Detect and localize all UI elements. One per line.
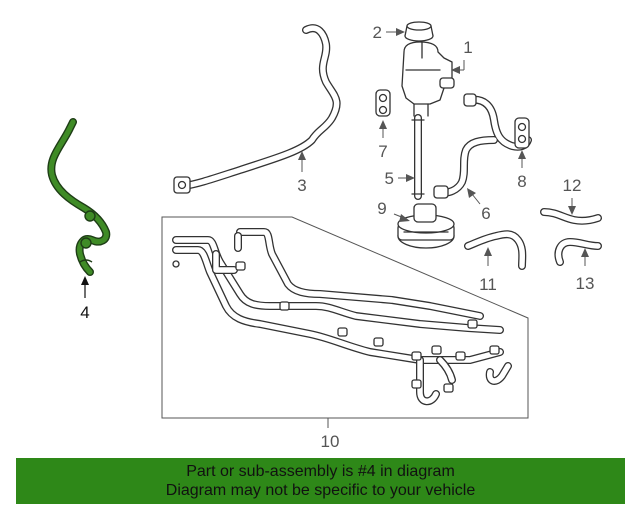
- callout-1: 1: [451, 38, 473, 74]
- part-13-hose[interactable]: [554, 238, 602, 266]
- part-5-hose[interactable]: [411, 114, 425, 200]
- parts-diagram: 4 3 2 1: [47, 21, 602, 451]
- part-8-bracket[interactable]: [514, 117, 530, 149]
- part-4-hose[interactable]: [47, 118, 111, 276]
- part-11-hose[interactable]: [464, 230, 527, 270]
- part-6-hose[interactable]: [433, 93, 532, 199]
- callout-12: 12: [563, 176, 582, 215]
- part-7-connector[interactable]: [375, 89, 391, 117]
- assembly-frame: [161, 216, 529, 419]
- callout-9-label: 9: [377, 199, 386, 218]
- callout-7-label: 7: [378, 142, 387, 161]
- callout-12-label: 12: [563, 176, 582, 195]
- callout-6: 6: [467, 188, 491, 223]
- callout-10-label: 10: [321, 432, 340, 451]
- callout-1-label: 1: [463, 38, 472, 57]
- part-3-pipe[interactable]: [173, 24, 341, 194]
- callout-7: 7: [378, 120, 388, 161]
- callout-3-label: 3: [297, 176, 306, 195]
- callout-8-label: 8: [517, 172, 526, 191]
- part-1-reservoir[interactable]: [401, 41, 455, 117]
- callout-11: 11: [479, 247, 497, 294]
- callout-10: 10: [321, 418, 340, 451]
- callout-9: 9: [377, 199, 410, 222]
- banner-line-part: Part or sub-assembly is #4 in diagram: [186, 463, 455, 480]
- callout-13: 13: [576, 248, 595, 293]
- callout-4: 4: [80, 276, 90, 322]
- callout-5: 5: [385, 169, 415, 188]
- callout-13-label: 13: [576, 274, 595, 293]
- callout-2: 2: [373, 23, 405, 42]
- part-12-hose[interactable]: [540, 208, 602, 225]
- banner-line-disclaimer: Diagram may not be specific to your vehi…: [165, 482, 476, 499]
- part-9-pump[interactable]: [397, 203, 455, 249]
- callout-8: 8: [517, 150, 527, 191]
- callout-3: 3: [297, 151, 307, 195]
- callout-6-label: 6: [481, 204, 490, 223]
- callout-2-label: 2: [373, 23, 382, 42]
- callout-4-label: 4: [80, 303, 89, 322]
- part-2-cap[interactable]: [404, 21, 434, 42]
- frame-clips: [172, 260, 500, 393]
- callout-11-label: 11: [479, 275, 497, 294]
- part-10-assembly[interactable]: [161, 216, 529, 419]
- callout-5-label: 5: [385, 169, 394, 188]
- info-banner: Part or sub-assembly is #4 in diagram Di…: [16, 458, 625, 504]
